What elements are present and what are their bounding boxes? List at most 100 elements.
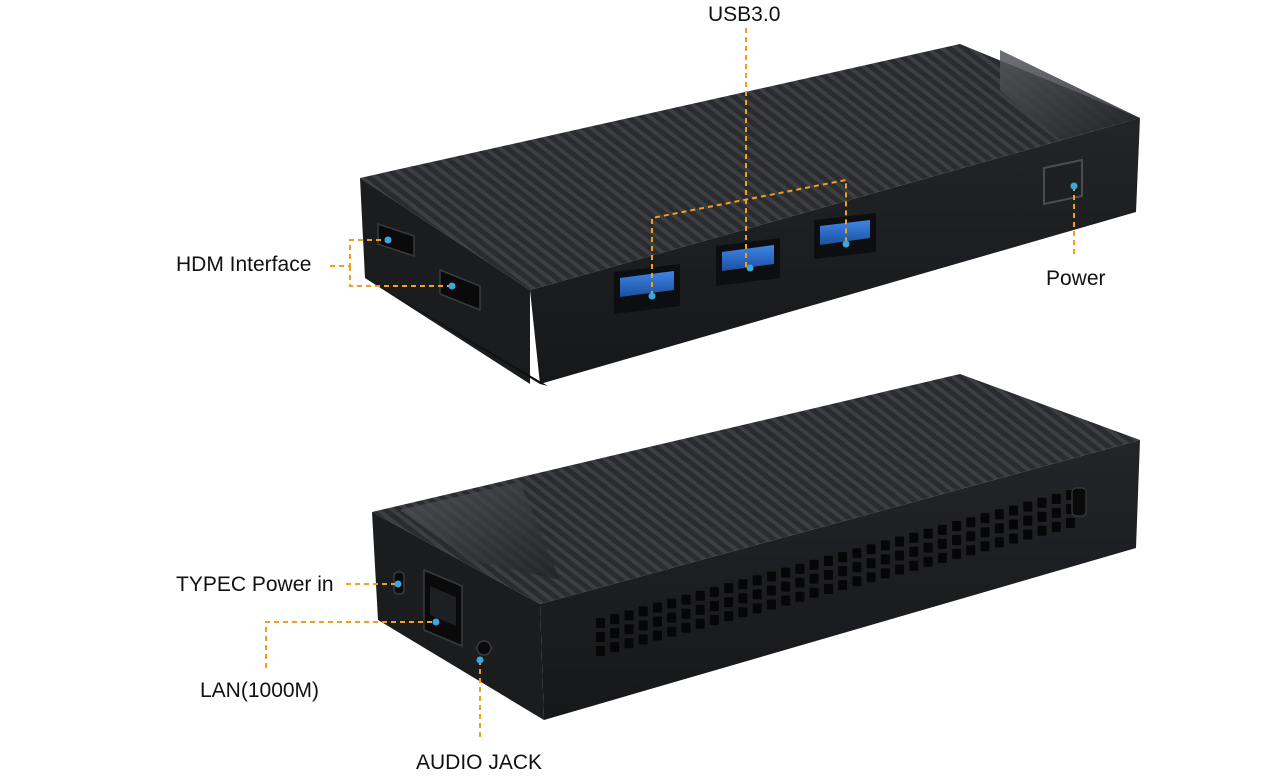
device-top-surface-rear xyxy=(372,374,1140,604)
vent-hole xyxy=(952,549,962,559)
vent-hole xyxy=(1023,515,1033,526)
vent-hole xyxy=(909,560,919,571)
vent-hole xyxy=(610,628,620,639)
vent-hole xyxy=(994,523,1004,534)
vent-hole xyxy=(1051,507,1061,518)
vent-hole xyxy=(866,544,876,555)
vent-hole xyxy=(695,590,705,601)
vent-hole xyxy=(724,597,734,608)
vent-hole xyxy=(638,606,648,617)
vent-hole xyxy=(752,603,762,614)
usb3-port-1 xyxy=(614,264,680,314)
vent-hole xyxy=(624,610,634,621)
vent-hole xyxy=(809,559,819,570)
vent-hole xyxy=(766,585,776,596)
callout-dots-bottom xyxy=(394,580,484,664)
vent-hole xyxy=(1023,501,1033,512)
vent-hole xyxy=(610,642,620,653)
vent-hole xyxy=(781,567,791,578)
vent-hole xyxy=(596,618,605,628)
vent-hole xyxy=(966,531,976,542)
vent-hole xyxy=(738,579,748,590)
vent-hole xyxy=(653,602,662,613)
vent-hole xyxy=(923,556,933,567)
vent-hole xyxy=(681,622,691,633)
vent-hole xyxy=(653,630,662,641)
lan-label: LAN(1000M) xyxy=(200,679,320,702)
vent-hole xyxy=(823,569,833,580)
device-rear-long-face xyxy=(540,440,1140,720)
vent-hole xyxy=(1037,497,1047,508)
vent-hole xyxy=(709,587,719,597)
vent-hole xyxy=(1023,529,1033,540)
vent-hole xyxy=(681,594,691,605)
vent-hole xyxy=(724,583,734,594)
vent-hole xyxy=(1009,519,1018,530)
vent-hole xyxy=(795,577,805,588)
vent-hole xyxy=(866,572,876,583)
vent-hole xyxy=(923,542,933,553)
vent-hole xyxy=(1037,525,1047,536)
vent-hole xyxy=(795,563,805,574)
vent-hole xyxy=(852,576,862,587)
vent-hole xyxy=(752,589,762,600)
vent-hole xyxy=(966,545,976,556)
vent-hole xyxy=(952,521,962,531)
vent-hole xyxy=(724,611,734,622)
vent-hole xyxy=(895,550,905,561)
mini-pc-rear-view xyxy=(372,374,1140,720)
vent-hole xyxy=(1009,505,1018,516)
vent-hole xyxy=(895,536,905,547)
vent-hole xyxy=(838,552,848,563)
vent-hole xyxy=(937,552,947,563)
vent-hole xyxy=(766,571,776,582)
vent-hole xyxy=(1066,518,1075,528)
vent-hole xyxy=(695,618,705,629)
vent-hole xyxy=(667,626,677,637)
vent-hole xyxy=(880,540,890,551)
callout-dots-top xyxy=(384,182,1078,300)
vent-hole xyxy=(880,568,890,579)
vent-hole xyxy=(667,598,677,609)
vent-hole xyxy=(966,517,976,528)
vent-hole xyxy=(638,620,648,631)
vent-hole xyxy=(994,537,1004,548)
vent-hole xyxy=(610,614,620,625)
vent-hole xyxy=(1051,521,1061,532)
device-gloss-rear xyxy=(400,482,560,580)
power-label: Power xyxy=(1046,267,1106,290)
vent-hole xyxy=(596,632,605,642)
audio-label: AUDIO JACK xyxy=(416,751,543,774)
vent-hole xyxy=(838,566,848,577)
vent-grid xyxy=(596,490,1075,656)
usb3-port-2 xyxy=(716,238,780,286)
vent-hole xyxy=(766,599,776,610)
lan-port xyxy=(423,568,463,648)
callout-lines-top xyxy=(330,28,1075,296)
hdmi-label: HDM Interface xyxy=(176,253,312,276)
vent-hole xyxy=(781,595,791,606)
vent-hole xyxy=(852,562,862,573)
vent-hole xyxy=(752,575,762,586)
vent-hole xyxy=(980,527,990,538)
vent-hole xyxy=(695,604,705,615)
vent-hole xyxy=(866,558,876,569)
vent-hole xyxy=(1037,511,1047,522)
vent-hole xyxy=(980,541,990,552)
typec-label: TYPEC Power in xyxy=(176,573,334,596)
power-button xyxy=(1043,158,1083,206)
device-top-surface xyxy=(360,44,1140,290)
vent-hole xyxy=(952,535,962,545)
hdmi-port-1 xyxy=(377,222,415,258)
callout-lines-bottom xyxy=(265,583,481,740)
vent-hole xyxy=(653,616,662,627)
vent-hole xyxy=(596,646,605,656)
vent-hole xyxy=(709,601,719,611)
vent-hole xyxy=(1009,533,1018,544)
vent-hole xyxy=(909,532,919,543)
vent-hole xyxy=(980,513,990,524)
vent-hole xyxy=(738,593,748,604)
vent-hole xyxy=(1051,493,1061,504)
vent-hole xyxy=(895,564,905,575)
